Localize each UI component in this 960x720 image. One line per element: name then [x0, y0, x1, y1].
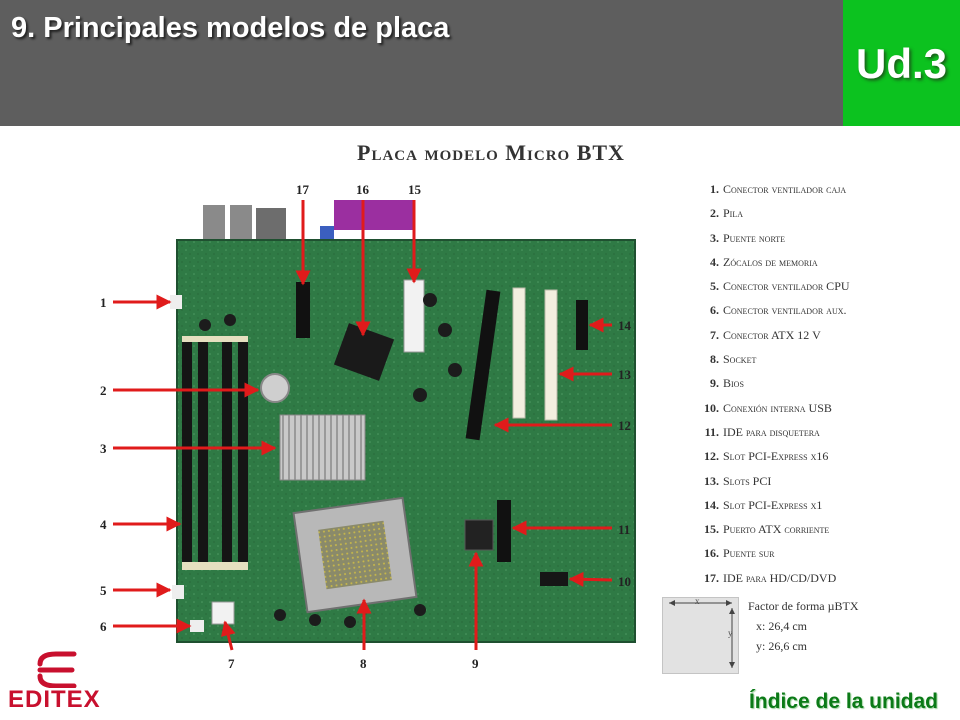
legend-item: 9.Bios — [710, 376, 744, 391]
form-factor-info: Factor de forma µBTX x: 26,4 cm y: 26,6 … — [748, 596, 859, 656]
legend-item: 16.Puente sur — [704, 546, 775, 561]
pcie-x16-slot — [465, 289, 501, 441]
legend-item: 5.Conector ventilador CPU — [710, 279, 850, 294]
ide-hd-connector — [296, 282, 310, 338]
unit-badge: Ud.3 — [843, 0, 960, 126]
legend-item: 8.Socket — [710, 352, 757, 367]
callout-10: 10 — [618, 574, 631, 589]
callout-1: 1 — [100, 295, 107, 310]
aux-fan-header — [190, 620, 204, 632]
legend-item: 17.IDE para HD/CD/DVD — [704, 570, 837, 585]
unit-index-link[interactable]: Índice de la unidad — [748, 690, 938, 713]
legend-item: 15.Puerto ATX corriente — [704, 522, 830, 537]
case-fan-header — [170, 295, 182, 309]
form-factor-x: x: 26,4 cm — [756, 619, 807, 633]
callout-2: 2 — [100, 383, 107, 398]
battery — [260, 373, 290, 403]
southbridge-chip — [333, 323, 395, 381]
legend-item: 11.IDE para disquetera — [704, 424, 820, 439]
callout-9: 9 — [472, 656, 479, 671]
callout-4: 4 — [100, 517, 107, 532]
atx-12v-connector — [211, 601, 235, 625]
editex-logo-text: EDITEX — [8, 686, 101, 713]
callout-16: 16 — [356, 182, 370, 197]
form-factor-y: y: 26,6 cm — [756, 639, 807, 653]
pcie-x1-slot — [576, 300, 588, 350]
callout-7: 7 — [228, 656, 235, 671]
form-factor-arrows — [669, 600, 735, 668]
unit-label: Ud.3 — [855, 40, 947, 87]
figure-title: Placa modelo Micro BTX — [357, 140, 625, 165]
legend-item: 10.Conexión interna USB — [704, 400, 832, 415]
cpu-fan-header — [172, 585, 184, 599]
callout-17: 17 — [296, 182, 310, 197]
editex-logo-mark — [37, 651, 77, 688]
header-bar: 9. Principales modelos de placa — [0, 0, 843, 126]
callout-3: 3 — [100, 441, 107, 456]
callout-12: 12 — [618, 418, 631, 433]
callout-6: 6 — [100, 619, 107, 634]
callout-8: 8 — [360, 656, 367, 671]
callout-14: 14 — [618, 318, 632, 333]
editex-logo: EDITEX — [8, 648, 108, 718]
arrow-7 — [220, 620, 236, 651]
legend-item: 6.Conector ventilador aux. — [710, 303, 847, 318]
capacitors — [199, 293, 462, 628]
legend-item: 1.Conector ventilador caja — [710, 182, 847, 196]
callout-13: 13 — [618, 367, 632, 382]
component-legend: 1.Conector ventilador caja 2.Pila 3.Puen… — [699, 180, 850, 593]
cpu-socket — [292, 496, 418, 614]
form-factor-x-label: x — [695, 596, 700, 606]
northbridge-heatsink — [279, 414, 366, 481]
ide-floppy-connector — [497, 500, 511, 562]
slide-title: 9. Principales modelos de placa — [11, 12, 450, 44]
arrow-10 — [568, 571, 613, 587]
form-factor-title: Factor de forma µBTX — [748, 599, 859, 613]
legend-item: 3.Puente norte — [710, 230, 786, 245]
memory-slots — [182, 336, 248, 570]
legend-item: 13.Slots PCI — [704, 473, 772, 488]
bios-chip — [464, 519, 494, 551]
callout-11: 11 — [618, 522, 630, 537]
legend-item: 7.Conector ATX 12 V — [710, 327, 821, 342]
usb-header — [540, 572, 568, 586]
legend-item: 12.Slot PCI-Express x16 — [704, 449, 829, 464]
pci-slots — [512, 287, 558, 421]
legend-item: 14.Slot PCI-Express x1 — [704, 497, 823, 512]
callout-5: 5 — [100, 583, 107, 598]
legend-item: 4.Zócalos de memoria — [710, 254, 818, 269]
form-factor-y-label: y — [728, 628, 733, 638]
atx-power-connector — [403, 279, 425, 353]
callout-15: 15 — [408, 182, 422, 197]
legend-item: 2.Pila — [710, 206, 744, 221]
form-factor-square — [662, 597, 739, 674]
